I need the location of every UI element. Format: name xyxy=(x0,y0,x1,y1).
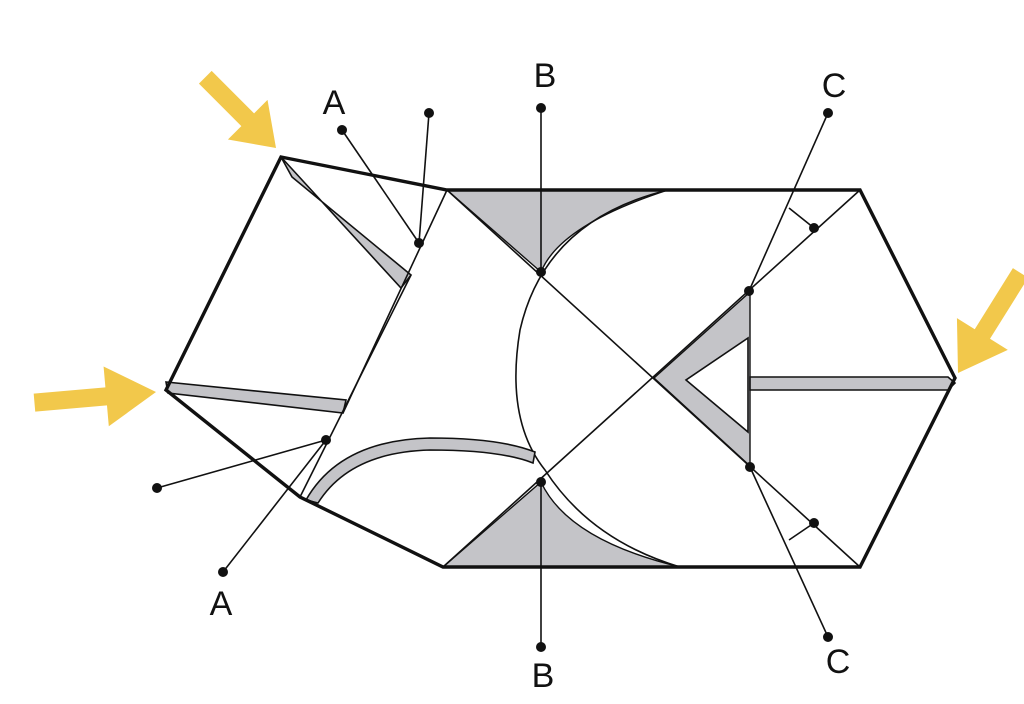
point-c-top-perp xyxy=(809,223,819,233)
leader-a-top-1 xyxy=(341,129,420,244)
point-a-top-end-2 xyxy=(424,108,434,118)
point-a-top-junction xyxy=(414,238,424,248)
label-b-top: B xyxy=(534,57,557,95)
right-triangle-inset xyxy=(684,336,749,434)
perp-mark-bottom xyxy=(788,522,815,541)
label-b-bottom: B xyxy=(532,657,555,695)
arrow-right-icon xyxy=(956,268,1024,373)
point-a-bottom-junction xyxy=(321,435,331,445)
inner-edge-right xyxy=(342,189,448,414)
point-b-top-end xyxy=(536,103,546,113)
point-b-top-junction xyxy=(536,267,546,277)
band-left-upper xyxy=(280,156,413,290)
leader-c-bottom xyxy=(749,466,829,638)
semicircle-arc xyxy=(515,189,681,568)
bottom-shaded-region xyxy=(441,480,681,568)
point-b-bottom-junction xyxy=(536,477,546,487)
leader-a-top-2 xyxy=(418,112,430,244)
point-b-bottom-end xyxy=(536,642,546,652)
diagonal-down xyxy=(446,189,861,568)
arrow-top-left-icon xyxy=(198,70,276,148)
point-c-bottom-end xyxy=(823,632,833,642)
diagonal-up xyxy=(442,189,861,568)
band-right xyxy=(749,376,957,391)
point-a-top-end-1 xyxy=(337,125,347,135)
point-c-bottom-junction xyxy=(745,462,755,472)
perp-mark-top xyxy=(788,207,815,229)
point-c-top-end xyxy=(823,108,833,118)
label-c-bottom: C xyxy=(826,643,851,681)
point-a-bottom-end-1 xyxy=(152,483,162,493)
point-c-bottom-perp xyxy=(809,518,819,528)
top-shaded-region xyxy=(445,189,669,274)
band-left-lower xyxy=(165,381,347,414)
band-lower-arc xyxy=(304,437,536,504)
label-a-bottom: A xyxy=(210,585,233,623)
leader-c-top xyxy=(748,112,829,292)
outer-outline xyxy=(163,155,957,569)
label-a-top: A xyxy=(323,84,346,122)
leader-a-bottom-1 xyxy=(156,439,327,489)
point-c-top-junction xyxy=(744,286,754,296)
arrow-left-icon xyxy=(33,366,156,427)
label-c-top: C xyxy=(822,67,847,105)
leader-a-bottom-2 xyxy=(222,439,327,573)
point-a-bottom-end-2 xyxy=(218,567,228,577)
